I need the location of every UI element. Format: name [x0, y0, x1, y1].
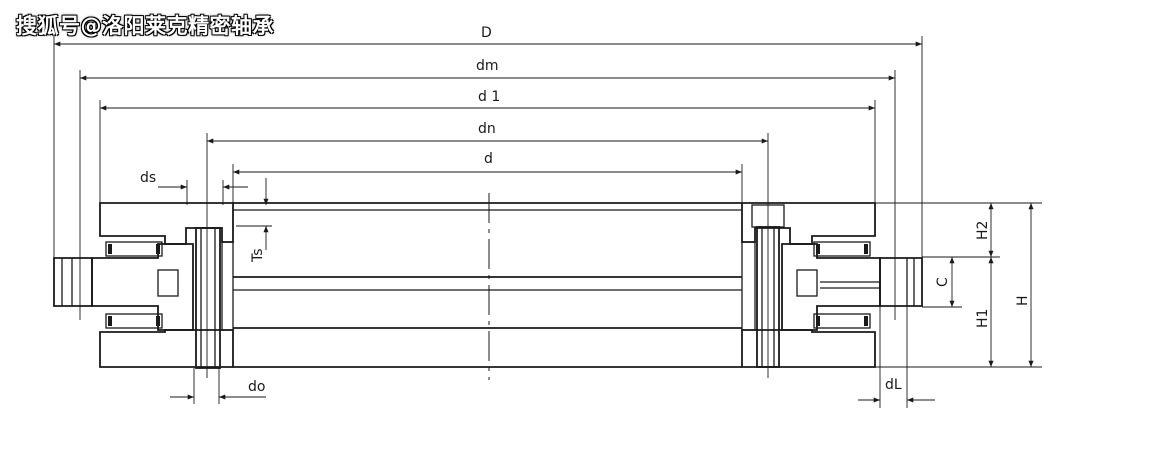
label-ds: ds — [140, 170, 156, 186]
bore-outline — [233, 202, 742, 368]
dimension-C — [922, 257, 962, 308]
dimension-dn — [206, 133, 769, 378]
label-H: H — [1015, 295, 1031, 306]
dimension-dm — [79, 70, 896, 320]
label-H2: H2 — [975, 221, 991, 240]
dimension-H — [875, 202, 1042, 368]
right-upper-roller — [813, 241, 871, 257]
dimension-d1 — [99, 100, 876, 205]
right-center-roller — [796, 269, 818, 297]
right-lower-roller — [813, 313, 871, 329]
dimension-ds — [158, 180, 248, 205]
label-dn: dn — [478, 121, 496, 137]
left-mounting-bolt — [195, 227, 221, 369]
right-housing-lip — [879, 257, 923, 307]
dimension-d — [232, 164, 743, 205]
dimension-D — [53, 36, 923, 262]
right-section — [741, 202, 923, 368]
label-C: C — [935, 277, 951, 287]
left-section — [53, 202, 234, 369]
label-H1: H1 — [975, 309, 991, 328]
left-upper-roller — [105, 241, 163, 257]
label-do: do — [248, 379, 265, 395]
left-lower-ring — [99, 329, 234, 368]
left-lower-roller — [105, 313, 163, 329]
left-inner-face — [221, 241, 234, 331]
dimension-dL — [858, 300, 935, 408]
left-center-roller — [157, 269, 179, 297]
label-Ts: Ts — [250, 248, 266, 263]
label-D: D — [481, 25, 492, 41]
label-d1: d 1 — [478, 89, 500, 105]
dimension-Ts — [236, 178, 272, 250]
right-mounting-bolt — [756, 226, 780, 368]
label-d: d — [484, 151, 493, 167]
dimension-H2 — [922, 202, 1000, 258]
dimension-do — [170, 368, 266, 404]
left-housing-lip — [53, 257, 93, 307]
right-inner-face — [741, 241, 756, 331]
label-dL: dL — [885, 377, 902, 393]
watermark-text: 搜狐号@洛阳莱克精密轴承 — [16, 14, 274, 38]
left-upper-ring — [99, 202, 234, 245]
label-dm: dm — [476, 58, 499, 74]
